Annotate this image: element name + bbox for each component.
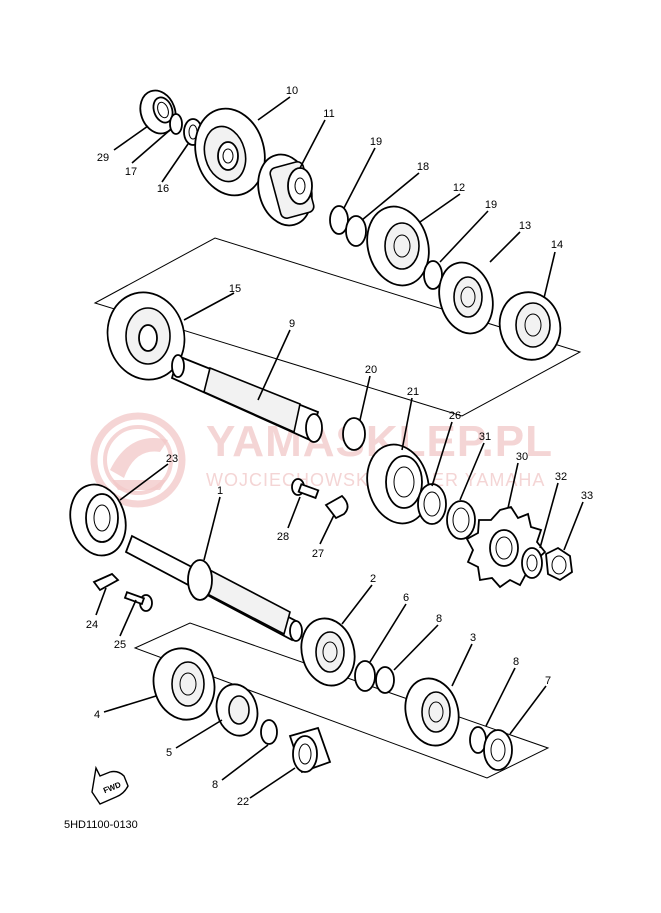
part-31-oil-seal xyxy=(446,500,476,540)
callout-labels: 10 11 19 18 12 19 13 14 15 9 29 17 16 20… xyxy=(86,85,593,808)
callout-5: 5 xyxy=(166,747,172,759)
part-7-lock-washer xyxy=(483,729,513,771)
callout-27: 27 xyxy=(312,548,324,560)
callout-18: 18 xyxy=(417,161,429,173)
callout-10: 10 xyxy=(286,85,298,97)
callout-28: 28 xyxy=(277,531,289,543)
fwd-direction-arrow: FWD xyxy=(91,765,129,805)
callout-29: 29 xyxy=(97,152,109,164)
callout-4: 4 xyxy=(94,709,100,721)
callout-16: 16 xyxy=(157,183,169,195)
callout-9: 9 xyxy=(289,318,295,330)
part-12-gear xyxy=(366,205,430,287)
callout-8-upper: 8 xyxy=(436,613,442,625)
part-22-bushing xyxy=(288,726,332,774)
callout-33: 33 xyxy=(581,490,593,502)
callout-19-middle: 19 xyxy=(485,199,497,211)
callout-13: 13 xyxy=(519,220,531,232)
callout-19-upper: 19 xyxy=(370,136,382,148)
part-29-bearing xyxy=(139,89,177,135)
callout-20: 20 xyxy=(365,364,377,376)
callout-23: 23 xyxy=(166,453,178,465)
callout-32: 32 xyxy=(555,471,567,483)
callout-26: 26 xyxy=(449,410,461,422)
part-26-collar xyxy=(417,483,447,525)
callout-7: 7 xyxy=(545,675,551,687)
part-18-washer xyxy=(345,215,367,247)
part-3-gear xyxy=(404,677,460,747)
part-19-circlip-upper xyxy=(329,205,349,235)
callout-2: 2 xyxy=(370,573,376,585)
part-24-plate xyxy=(92,572,120,592)
part-14-gear xyxy=(498,291,562,361)
lower-gear-group-frame xyxy=(133,622,550,779)
part-15-gear xyxy=(106,291,186,381)
upper-gear-group-frame xyxy=(93,237,582,417)
part-8-circlip-upper xyxy=(375,666,395,694)
callout-21: 21 xyxy=(407,386,419,398)
diagram-reference-code: 5HD1100-0130 xyxy=(64,819,138,831)
callout-17: 17 xyxy=(125,166,137,178)
callout-12: 12 xyxy=(453,182,465,194)
part-5-gear xyxy=(215,683,259,737)
callout-30: 30 xyxy=(516,451,528,463)
part-28-bolt xyxy=(291,478,320,500)
part-23-bearing xyxy=(69,483,127,557)
part-33-nut xyxy=(545,546,573,582)
part-4-gear xyxy=(152,647,216,721)
callout-24: 24 xyxy=(86,619,98,631)
part-1-drive-axle xyxy=(124,534,303,642)
callout-14: 14 xyxy=(551,239,563,251)
callout-11: 11 xyxy=(323,108,334,120)
part-21-bearing xyxy=(366,443,430,525)
part-10-gear xyxy=(194,107,266,197)
callout-8-lower: 8 xyxy=(212,779,218,791)
callout-3: 3 xyxy=(470,632,476,644)
part-9-main-axle xyxy=(170,354,323,443)
part-2-gear xyxy=(300,617,356,687)
callout-22: 22 xyxy=(237,796,249,808)
part-17-circlip xyxy=(169,113,183,135)
part-27-plate xyxy=(324,494,349,520)
part-11-gear xyxy=(257,153,315,227)
part-8-circlip-lower xyxy=(260,719,278,745)
callout-6: 6 xyxy=(403,592,409,604)
part-25-screw xyxy=(123,591,153,612)
part-20-washer xyxy=(342,417,366,451)
part-6-washer xyxy=(354,660,376,692)
callout-25: 25 xyxy=(114,639,126,651)
part-13-gear xyxy=(438,261,494,335)
callout-15: 15 xyxy=(229,283,241,295)
watermark: YAMASKLEP.PL WOJCIECHOWSKI DEALER YAMAHA xyxy=(90,412,552,508)
callout-1: 1 xyxy=(217,485,223,497)
watermark-logo xyxy=(90,412,186,508)
part-32-lock-washer xyxy=(521,547,543,579)
leader-lines xyxy=(95,96,584,799)
callout-8-right: 8 xyxy=(513,656,519,668)
callout-31: 31 xyxy=(479,431,491,443)
part-19-circlip-middle xyxy=(423,260,443,290)
